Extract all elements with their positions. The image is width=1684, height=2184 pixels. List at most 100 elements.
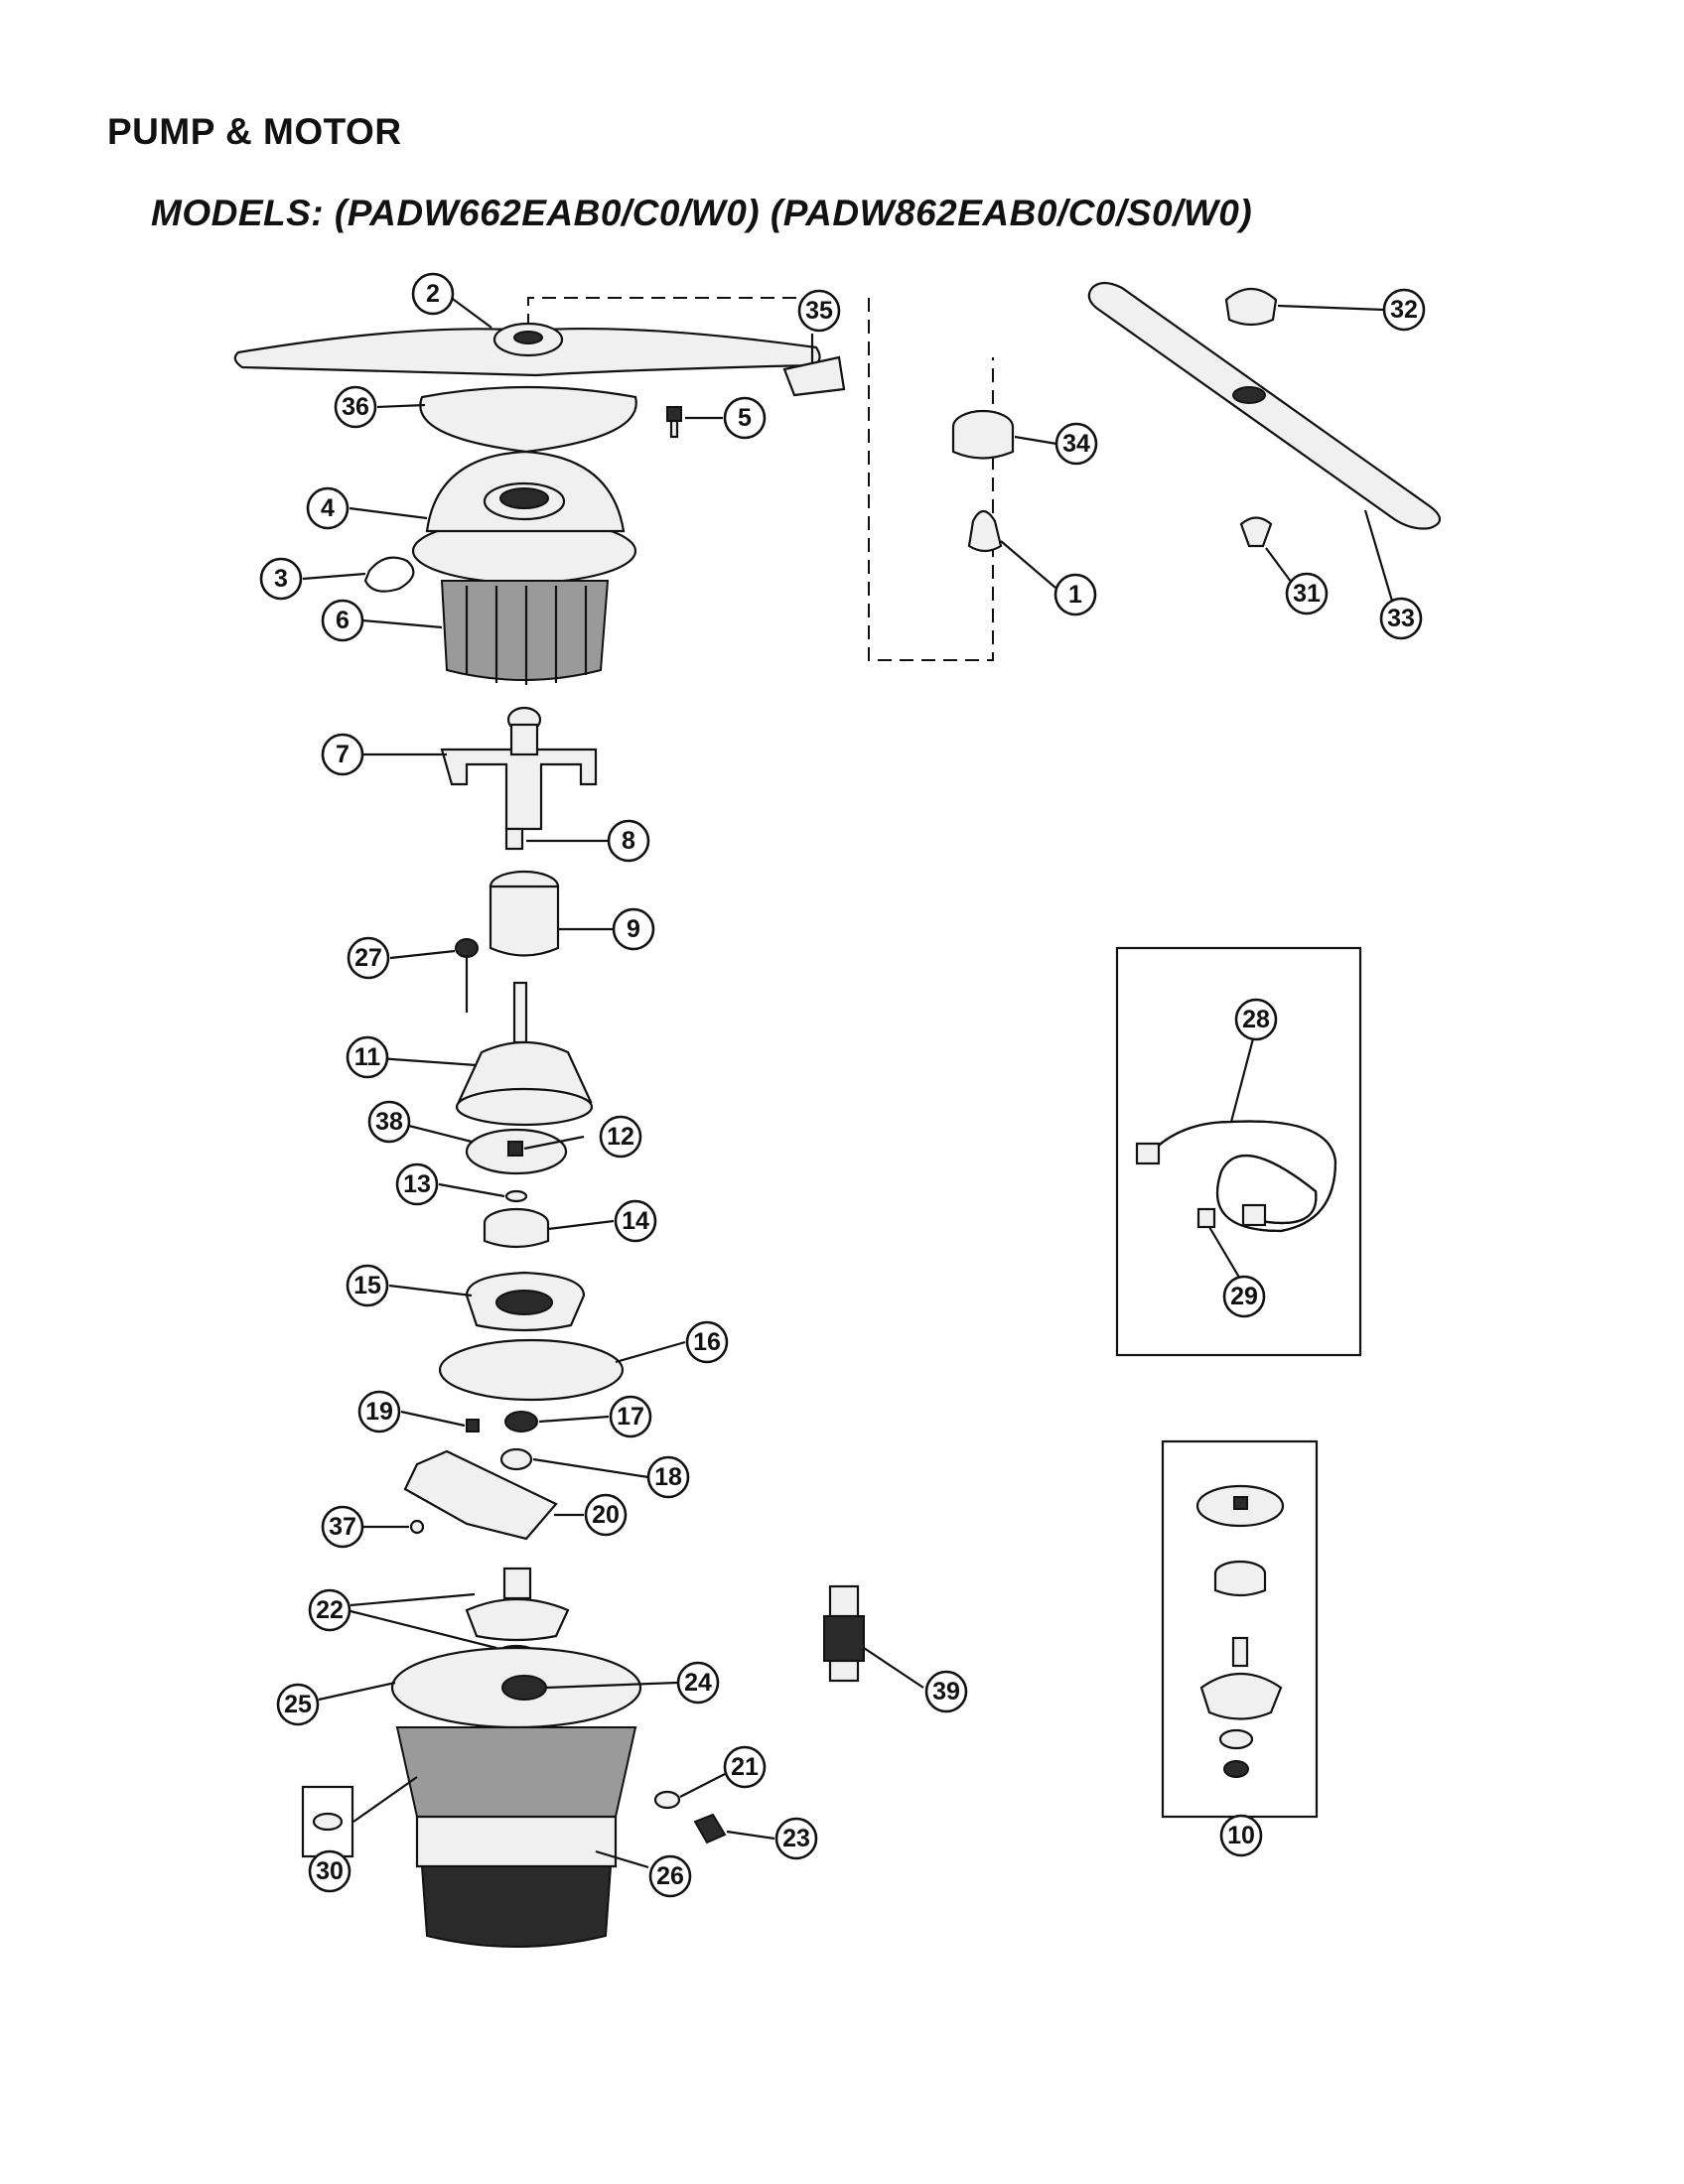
part-2-lower-spray-arm [233, 322, 821, 377]
callout-30: 30 [308, 1849, 351, 1893]
page-title: PUMP & MOTOR [107, 111, 402, 152]
part-13-washer [504, 1189, 528, 1203]
callout-21: 21 [723, 1745, 767, 1789]
callout-28-label: 28 [1242, 1006, 1270, 1033]
part-7-impeller-hub [440, 706, 598, 831]
callout-29-label: 29 [1230, 1283, 1258, 1310]
part-9-chopper [489, 870, 560, 957]
callout-39-label: 39 [932, 1678, 960, 1706]
callout-17: 17 [609, 1395, 652, 1438]
part-31-clip [1239, 516, 1273, 548]
models-subtitle: MODELS: (PADW662EAB0/C0/W0) (PADW862EAB0… [151, 193, 1253, 233]
part-21-o-ring [653, 1790, 681, 1810]
callout-29: 29 [1222, 1275, 1266, 1318]
hose-kit-box [1115, 946, 1362, 1357]
callout-32: 32 [1382, 288, 1426, 332]
callout-20: 20 [584, 1493, 628, 1537]
part-1-fitting [967, 509, 1003, 553]
callout-11: 11 [346, 1035, 389, 1079]
callout-24-label: 24 [684, 1669, 712, 1697]
callout-5-label: 5 [738, 404, 752, 432]
part-35-clip [782, 355, 846, 397]
callout-33: 33 [1379, 597, 1423, 640]
callout-18: 18 [646, 1455, 690, 1499]
callout-34-label: 34 [1062, 430, 1090, 458]
callout-17-label: 17 [617, 1403, 644, 1431]
callout-5: 5 [723, 396, 767, 440]
callout-25-label: 25 [284, 1691, 312, 1718]
callout-30-label: 30 [316, 1857, 344, 1885]
pump-assembly-box [1161, 1439, 1319, 1819]
callout-15: 15 [346, 1264, 389, 1307]
callout-26-label: 26 [656, 1862, 684, 1890]
callout-38-label: 38 [375, 1108, 403, 1136]
callout-9: 9 [612, 907, 655, 951]
callout-11-label: 11 [354, 1043, 381, 1071]
callout-4: 4 [306, 486, 350, 530]
part-3-spring-clip [363, 556, 415, 593]
part-16-pump-base-plate [438, 1338, 625, 1402]
part-14-impeller [483, 1207, 550, 1249]
callout-22: 22 [308, 1588, 351, 1632]
callout-31: 31 [1285, 572, 1329, 615]
callout-32-label: 32 [1390, 296, 1418, 324]
callout-14: 14 [614, 1199, 657, 1243]
dashed-reference-lines [527, 297, 994, 661]
callout-6-label: 6 [336, 607, 350, 634]
callout-2-label: 2 [426, 280, 440, 308]
part-37-ball [409, 1519, 425, 1535]
callout-37-label: 37 [329, 1513, 356, 1541]
callout-10: 10 [1219, 1814, 1263, 1857]
part-26-motor [415, 1815, 618, 1948]
part-15-seal-ring [465, 1271, 586, 1332]
callout-10-label: 10 [1227, 1822, 1255, 1849]
callout-16: 16 [685, 1320, 729, 1364]
callout-21-label: 21 [731, 1753, 759, 1781]
callout-13: 13 [395, 1162, 439, 1206]
part-12-screw [507, 1141, 523, 1157]
callout-6: 6 [321, 599, 364, 642]
part-39-sensor [823, 1584, 865, 1683]
part-32-nut [1224, 287, 1278, 327]
part-33-upper-spray-arm [1087, 281, 1442, 530]
callout-8-label: 8 [622, 827, 635, 855]
callout-27-label: 27 [354, 944, 382, 972]
part-18-valve [499, 1447, 533, 1471]
callout-20-label: 20 [592, 1501, 620, 1529]
callout-25: 25 [276, 1683, 320, 1726]
callout-19-label: 19 [365, 1398, 393, 1426]
callout-39: 39 [924, 1670, 968, 1713]
part-27-screw [455, 938, 479, 1013]
callout-7-label: 7 [336, 741, 350, 768]
part-24-seal [501, 1675, 547, 1701]
callout-36-label: 36 [342, 393, 369, 421]
callout-23: 23 [774, 1817, 818, 1860]
callout-31-label: 31 [1293, 580, 1321, 608]
part-5-screw [666, 406, 682, 439]
callout-3-label: 3 [274, 565, 288, 593]
part-17-ring [504, 1411, 538, 1433]
callout-19: 19 [357, 1390, 401, 1433]
callout-34: 34 [1054, 422, 1098, 466]
callout-26: 26 [648, 1854, 692, 1898]
callout-22-label: 22 [316, 1596, 344, 1624]
callout-14-label: 14 [622, 1207, 649, 1235]
callout-1-label: 1 [1068, 581, 1082, 609]
part-30-bracket-box [301, 1785, 354, 1858]
callout-3: 3 [259, 557, 303, 601]
part-11-pump-housing [455, 981, 594, 1127]
callout-27: 27 [347, 936, 390, 980]
callout-36: 36 [334, 385, 377, 429]
part-19-screw [466, 1419, 480, 1433]
part-8-coupler [504, 827, 524, 851]
callout-2: 2 [411, 272, 455, 316]
callout-1: 1 [1053, 573, 1097, 616]
callout-24: 24 [676, 1661, 720, 1705]
part-20-drain-valve-plate [403, 1449, 558, 1541]
callout-33-label: 33 [1387, 605, 1415, 632]
callout-38: 38 [367, 1100, 411, 1144]
callout-16-label: 16 [693, 1328, 721, 1356]
part-23-grommet [693, 1813, 727, 1844]
callout-35: 35 [797, 289, 841, 333]
